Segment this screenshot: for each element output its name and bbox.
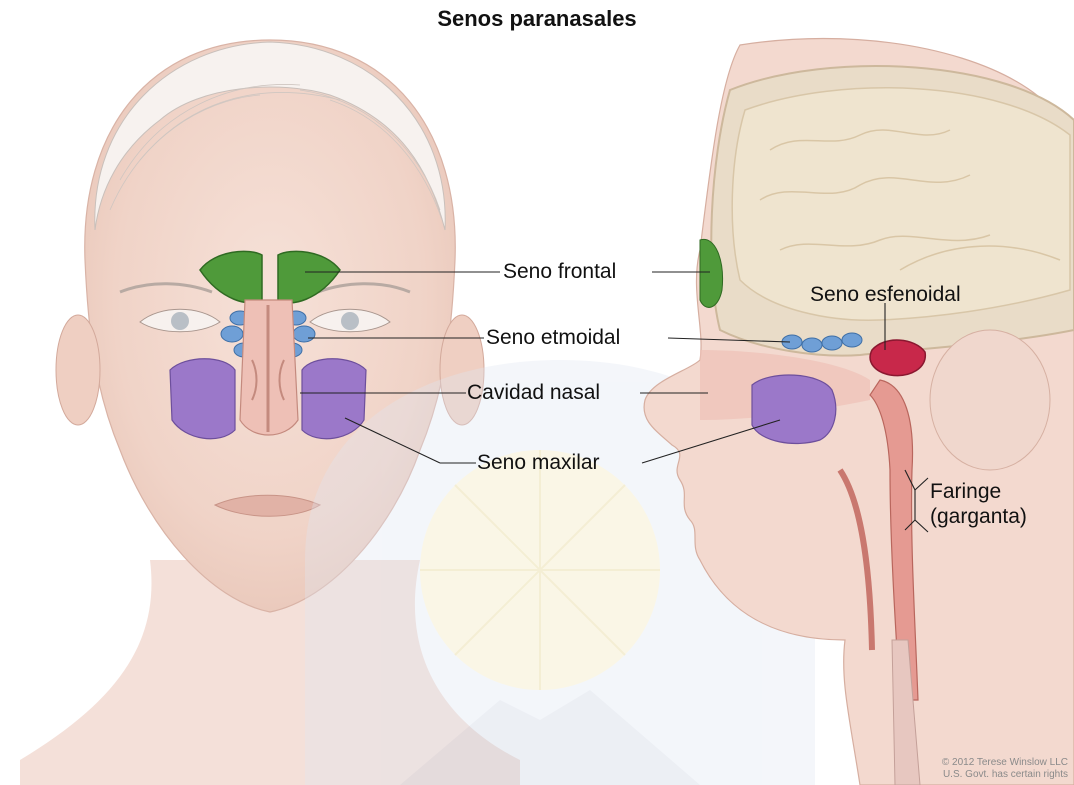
- iris-left: [171, 312, 189, 330]
- label-pharynx-subtitle: (garganta): [930, 505, 1027, 529]
- label-maxillary-sinus: Seno maxilar: [477, 451, 600, 475]
- maxillary-sinus-front-left: [170, 359, 235, 439]
- front-ear-left: [56, 315, 100, 425]
- copyright-notice: © 2012 Terese Winslow LLC U.S. Govt. has…: [942, 757, 1068, 781]
- label-ethmoid-sinus: Seno etmoidal: [486, 326, 620, 350]
- maxillary-sinus-side: [752, 375, 836, 444]
- side-ear: [930, 330, 1050, 470]
- copyright-line-1: © 2012 Terese Winslow LLC: [942, 757, 1068, 769]
- maxillary-sinus-front-right: [302, 359, 366, 439]
- label-sphenoid-sinus: Seno esfenoidal: [810, 283, 961, 307]
- sphenoid-sinus: [870, 340, 925, 375]
- label-frontal-sinus: Seno frontal: [503, 260, 616, 284]
- label-pharynx: Faringe: [930, 480, 1001, 504]
- iris-right: [341, 312, 359, 330]
- label-nasal-cavity: Cavidad nasal: [467, 381, 600, 405]
- seal-rays: [420, 450, 660, 690]
- copyright-line-2: U.S. Govt. has certain rights: [942, 769, 1068, 781]
- page-title: Senos paranasales: [0, 6, 1074, 32]
